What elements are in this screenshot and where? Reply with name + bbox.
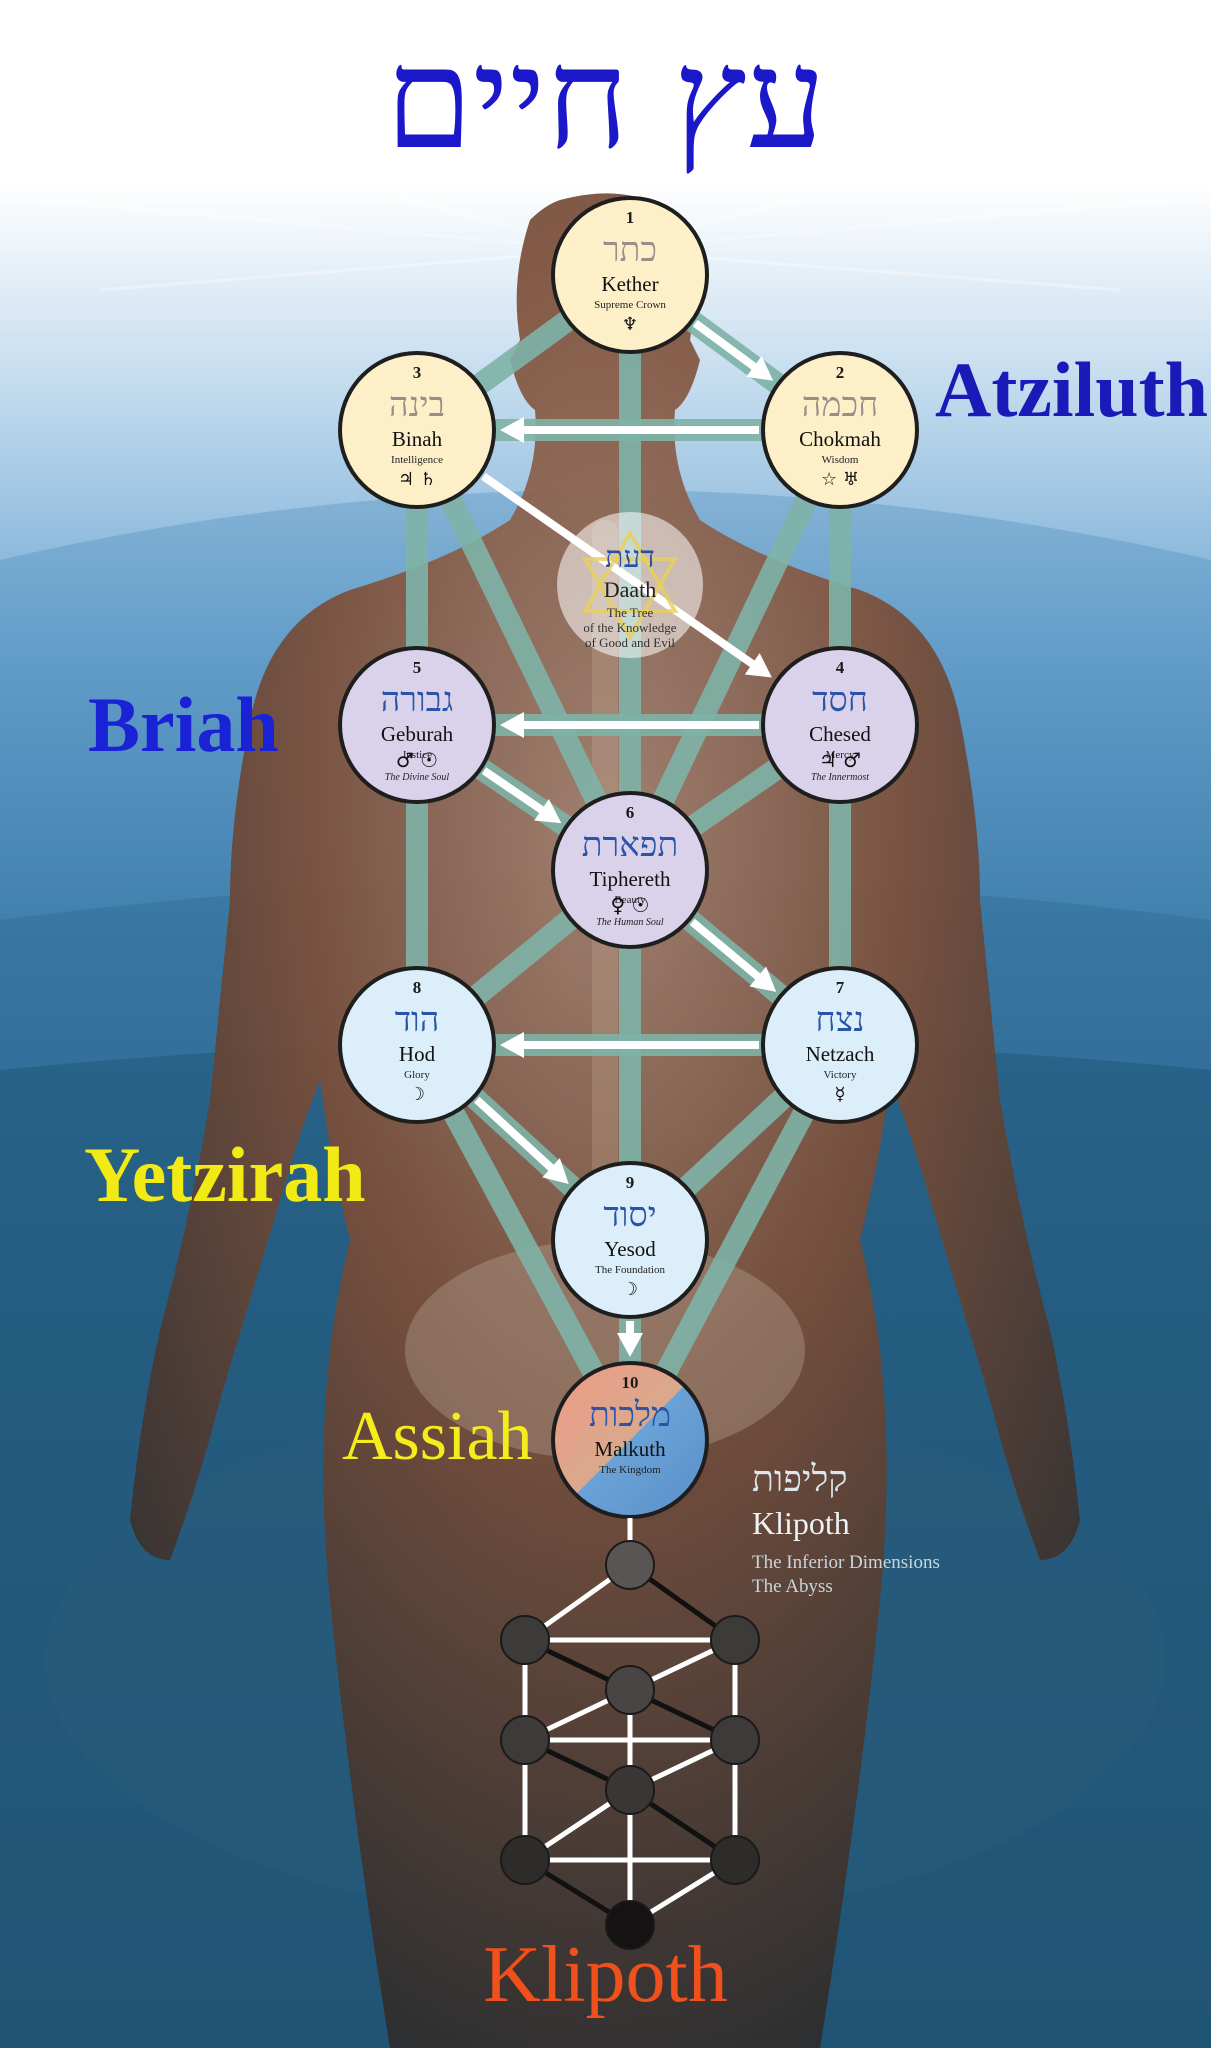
planet-symbols-icon: ☿ <box>834 1084 845 1105</box>
sephirah-name: Hod <box>399 1042 436 1066</box>
sephirah-number: 8 <box>413 978 422 997</box>
sephirah-meaning: The Kingdom <box>599 1464 661 1476</box>
sephirah-number: 7 <box>836 978 845 997</box>
sephirah-subtitle: The Innermost <box>811 772 869 783</box>
klipoth-name-label: Klipoth <box>752 1505 850 1542</box>
sephirah-number: 5 <box>413 658 422 677</box>
sephirah-chokmah: 2 חכמהChokmahWisdom ☆ ♅ <box>763 353 917 507</box>
klipoth-description-line: The Inferior Dimensions <box>752 1552 940 1574</box>
klipoth-hebrew-label: קליפות <box>752 1458 848 1500</box>
sephirah-number: 2 <box>836 363 845 382</box>
sephirah-hebrew: בינה <box>389 385 445 425</box>
sephirah-hebrew: הוד <box>395 1000 440 1040</box>
world-label-yetzirah: Yetzirah <box>84 1130 366 1220</box>
daath-meaning: of the Knowledge <box>583 620 676 635</box>
sephirah-number: 9 <box>626 1173 635 1192</box>
sephirah-chesed: 4חסדChesedMercyThe Innermost♃ ♂ <box>763 648 917 802</box>
planet-symbols-icon: ♂ ☉ <box>396 748 438 772</box>
klipoth-description-line: The Abyss <box>752 1576 833 1598</box>
sephirah-name: Binah <box>392 427 443 451</box>
sephirah-number: 3 <box>413 363 422 382</box>
world-label-atziluth: Atziluth <box>935 345 1208 435</box>
planet-symbols-icon: ☽ <box>622 1279 638 1300</box>
klipoth-sphere <box>501 1836 549 1884</box>
klipoth-sphere <box>501 1716 549 1764</box>
daath-hebrew: דעת <box>605 540 655 575</box>
world-label-assiah: Assiah <box>342 1392 533 1482</box>
sephirah-number: 6 <box>626 803 635 822</box>
daath-sphere: דעתDaathThe Treeof the Knowledgeof Good … <box>557 512 703 658</box>
sephirah-hebrew: חכמה <box>802 385 878 425</box>
daath-meaning: The Tree <box>607 605 654 620</box>
page-title: עץ חיים <box>0 20 1211 180</box>
sephirah-name: Kether <box>601 272 658 296</box>
klipoth-sphere <box>711 1616 759 1664</box>
sephirah-meaning: Intelligence <box>391 454 443 466</box>
planet-symbols-icon: ♃ ♂ <box>819 748 861 772</box>
klipoth-sphere <box>606 1666 654 1714</box>
klipoth-sphere <box>606 1766 654 1814</box>
sephirah-meaning: The Foundation <box>595 1264 665 1276</box>
sephirah-subtitle: The Divine Soul <box>385 772 450 783</box>
sephirah-name: Tiphereth <box>590 867 671 891</box>
klipoth-sphere <box>711 1836 759 1884</box>
sephirah-number: 1 <box>626 208 635 227</box>
sephirah-name: Geburah <box>381 722 454 746</box>
sephirah-number: 4 <box>836 658 845 677</box>
sephirah-hebrew: יסוד <box>603 1195 656 1235</box>
sephirah-meaning: Supreme Crown <box>594 299 666 311</box>
sephirah-hebrew: מלכות <box>589 1395 671 1435</box>
sephirah-hebrew: נצח <box>816 1000 865 1040</box>
sephirah-hebrew: תפארת <box>582 825 678 865</box>
planet-symbols-icon: ♃ ♄ <box>398 469 436 490</box>
daath-name: Daath <box>604 577 657 602</box>
klipoth-sphere <box>606 1541 654 1589</box>
klipoth-sphere <box>711 1716 759 1764</box>
world-label-briah: Briah <box>88 680 279 770</box>
planet-symbols-icon: ♀ ☉ <box>611 893 650 917</box>
sephirah-subtitle: The Human Soul <box>596 917 663 928</box>
daath-meaning: of Good and Evil <box>585 635 675 650</box>
sephirah-meaning: Wisdom <box>822 454 859 466</box>
sephirah-name: Malkuth <box>594 1437 666 1461</box>
sephirah-name: Chesed <box>809 722 871 746</box>
sephirah-meaning: Glory <box>404 1069 430 1081</box>
sephirah-name: Netzach <box>806 1042 875 1066</box>
sephirah-hebrew: חסד <box>812 680 868 720</box>
sephirah-hebrew: כתר <box>603 230 657 270</box>
planet-symbols-icon: ♆ <box>622 314 638 335</box>
klipoth-sphere <box>501 1616 549 1664</box>
sephirah-name: Chokmah <box>799 427 881 451</box>
sephirah-hebrew: גבורה <box>381 680 454 720</box>
sephirah-number: 10 <box>622 1373 639 1392</box>
world-label-klipoth: Klipoth <box>0 1930 1211 2020</box>
planet-symbols-icon: ☽ <box>409 1084 425 1105</box>
sephirah-name: Yesod <box>604 1237 656 1261</box>
sephirah-meaning: Victory <box>824 1069 857 1081</box>
planet-symbols-icon: ☆ ♅ <box>821 469 859 490</box>
